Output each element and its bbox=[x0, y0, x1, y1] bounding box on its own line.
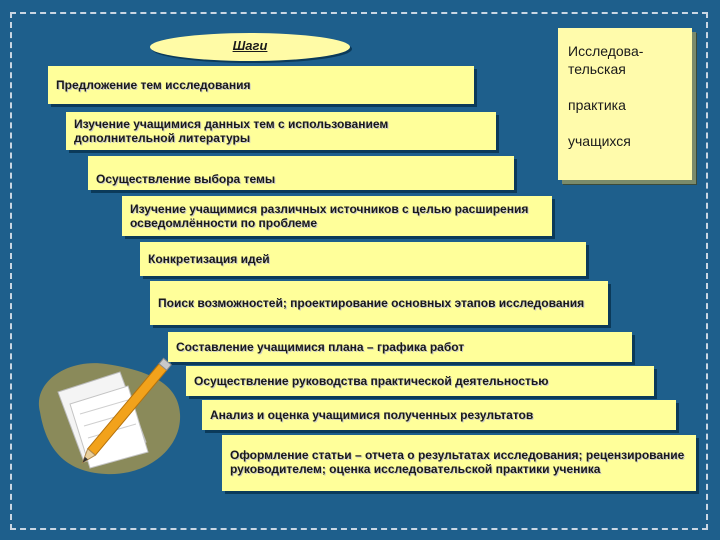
step-5-text: Конкретизация идей bbox=[148, 252, 270, 266]
step-10: Оформление статьи – отчета о результатах… bbox=[222, 435, 696, 491]
step-10-text: Оформление статьи – отчета о результатах… bbox=[230, 448, 685, 476]
step-4: Изучение учащимися различных источников … bbox=[122, 196, 552, 236]
side-panel: Исследова- тельская практика учащихся bbox=[558, 28, 692, 180]
step-7: Составление учащимися плана – графика ра… bbox=[168, 332, 632, 362]
step-7-text: Составление учащимися плана – графика ра… bbox=[176, 340, 465, 354]
step-6-text: Поиск возможностей; проектирование основ… bbox=[158, 296, 585, 310]
steps-title: Шаги bbox=[150, 33, 350, 61]
side-panel-line-1: Исследова- bbox=[568, 43, 644, 59]
paper-and-pencil-icon bbox=[38, 357, 181, 475]
step-5: Конкретизация идей bbox=[140, 242, 586, 276]
step-1: Предложение тем исследования bbox=[48, 66, 474, 104]
step-2: Изучение учащимися данных тем с использо… bbox=[66, 112, 496, 150]
step-6: Поиск возможностей; проектирование основ… bbox=[150, 281, 608, 325]
slide-frame bbox=[10, 12, 708, 530]
side-panel-line-4: учащихся bbox=[568, 133, 631, 149]
step-4-text: Изучение учащимися различных источников … bbox=[130, 202, 529, 230]
step-8: Осуществление руководства практической д… bbox=[186, 366, 654, 396]
step-8-text: Осуществление руководства практической д… bbox=[194, 374, 549, 388]
side-panel-line-2: тельская bbox=[568, 61, 626, 77]
step-3-text: Осуществление выбора темы bbox=[96, 172, 276, 186]
side-panel-line-3: практика bbox=[568, 97, 626, 113]
step-9-text: Анализ и оценка учащимися полученных рез… bbox=[210, 408, 534, 422]
step-3: Осуществление выбора темы bbox=[88, 156, 514, 190]
step-2-text: Изучение учащимися данных тем с использо… bbox=[74, 117, 389, 145]
step-9: Анализ и оценка учащимися полученных рез… bbox=[202, 400, 676, 430]
step-1-text: Предложение тем исследования bbox=[56, 78, 251, 92]
